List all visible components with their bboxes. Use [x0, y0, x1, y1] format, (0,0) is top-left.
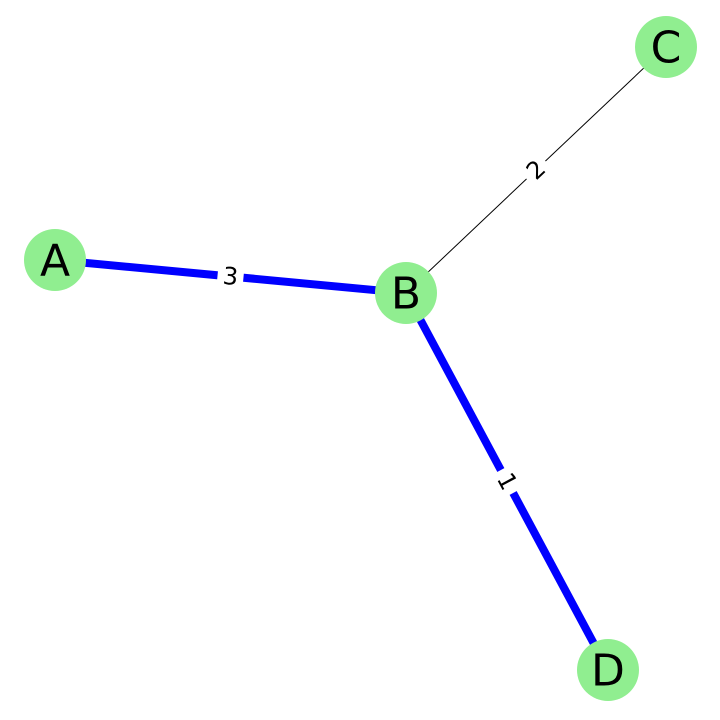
node-c: C	[635, 16, 697, 78]
node-a: A	[24, 229, 86, 291]
node-label: A	[40, 236, 70, 287]
node-circle	[635, 16, 697, 78]
node-label: B	[391, 269, 421, 320]
node-label: D	[591, 646, 625, 697]
node-d: D	[577, 639, 639, 701]
nodes-layer: A B C D	[24, 16, 697, 701]
edge-label-background	[216, 260, 245, 293]
node-label: C	[651, 23, 682, 74]
edge-label-background	[487, 462, 527, 501]
edge-label-group-b-d: 1	[487, 462, 527, 501]
node-circle	[24, 229, 86, 291]
edge-label-group-a-b: 3	[216, 260, 245, 293]
edge-label-group-b-c: 2	[516, 150, 556, 190]
node-circle	[375, 262, 437, 324]
node-b: B	[375, 262, 437, 324]
edge-label-background	[516, 150, 556, 190]
edges-layer	[54, 46, 667, 672]
node-circle	[577, 639, 639, 701]
edge-weight-label: 3	[222, 262, 240, 291]
edge-labels-layer: 3 2 1	[216, 150, 556, 501]
